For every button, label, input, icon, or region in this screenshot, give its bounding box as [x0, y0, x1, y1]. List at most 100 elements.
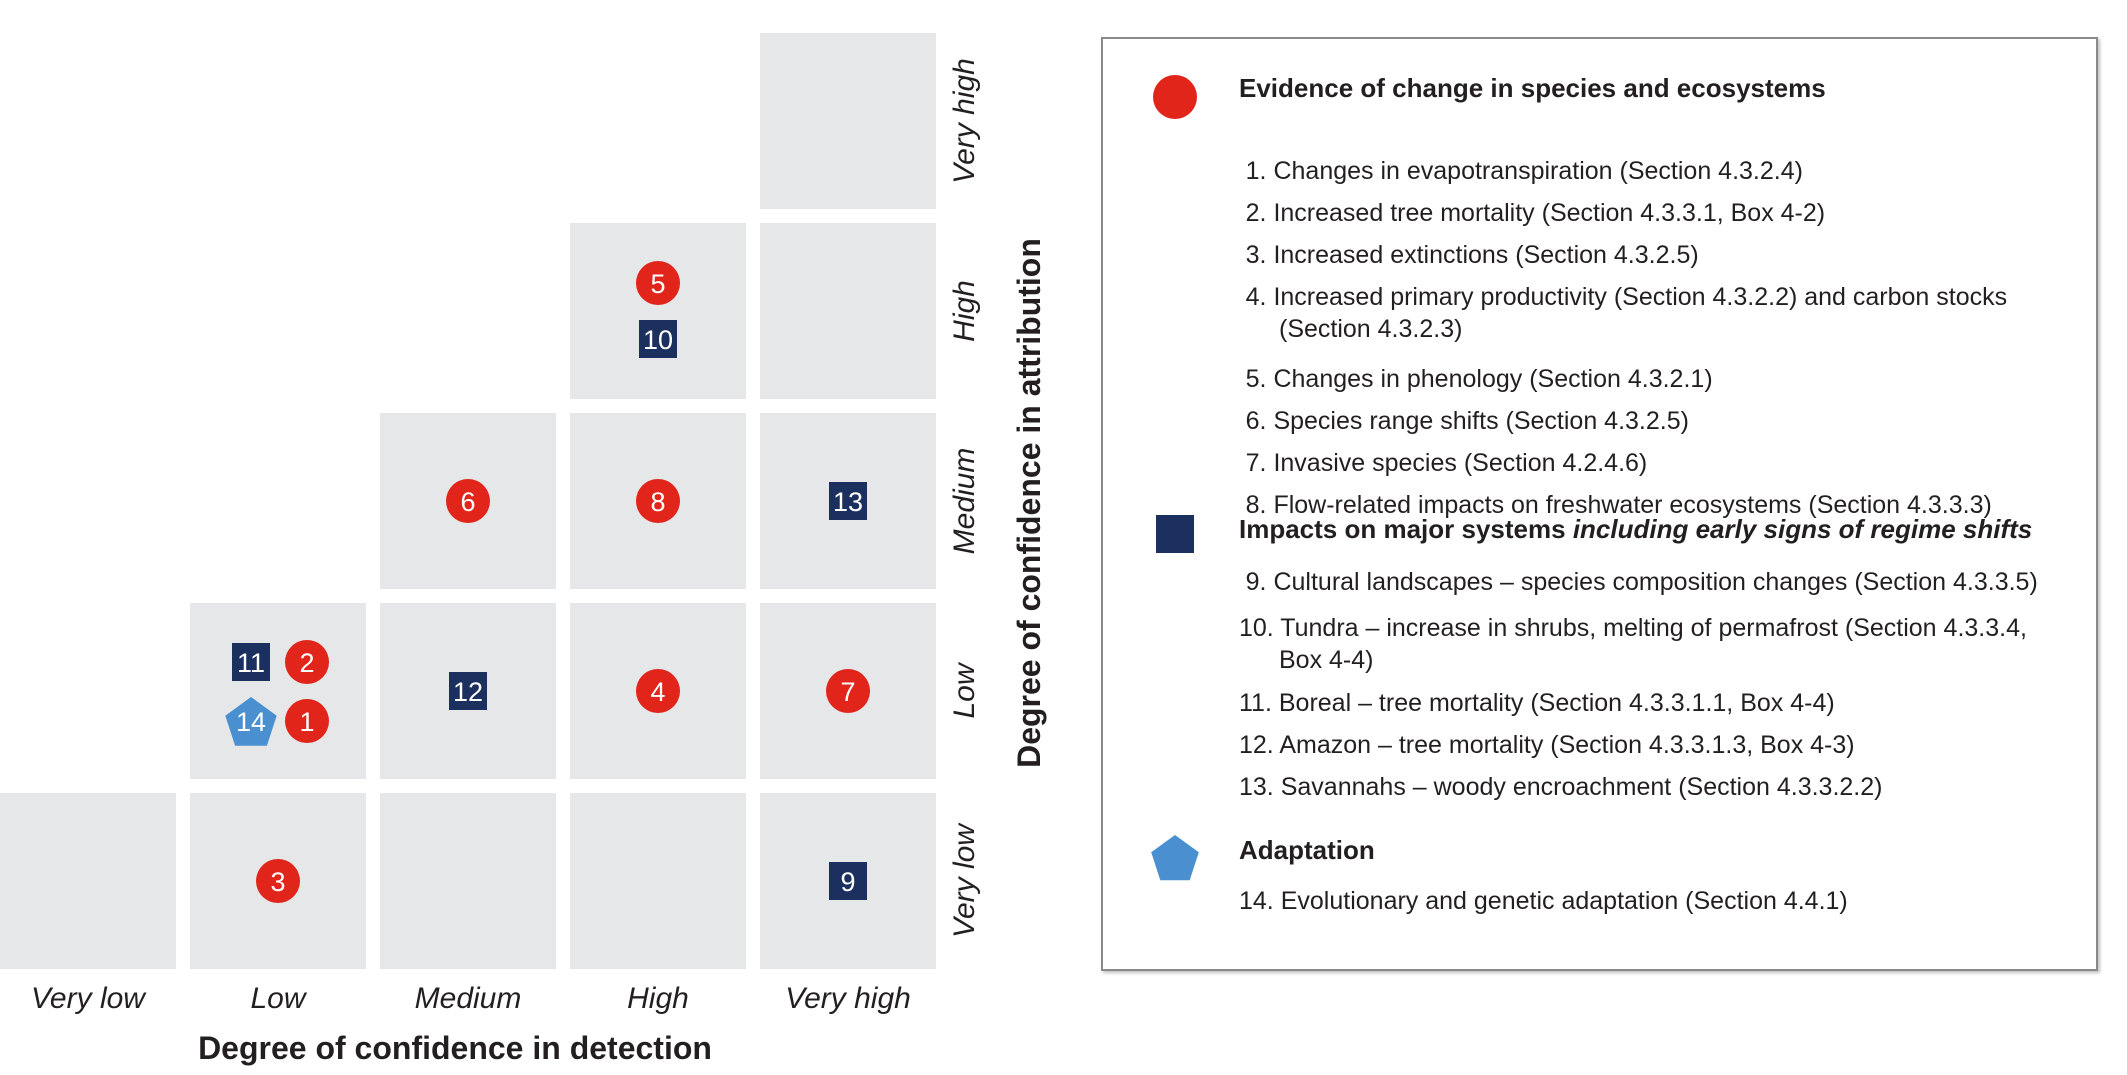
legend-item-2: 2. Increased tree mortality (Section 4.3… — [1239, 197, 1825, 230]
legend-item-number: 14. — [1239, 887, 1274, 915]
legend-item-text: Savannahs – woody encroachment (Section … — [1280, 773, 1883, 801]
cell-high-high — [570, 223, 746, 399]
legend-item-number: 6. — [1245, 407, 1267, 435]
legend-item-text: Invasive species (Section 4.2.4.6) — [1273, 449, 1648, 477]
legend-item-number: 13. — [1239, 773, 1274, 801]
x-tick-high: High — [627, 982, 689, 1015]
legend-item-text: Boreal – tree mortality (Section 4.3.3.1… — [1278, 689, 1835, 717]
legend-item-number: 11. — [1239, 689, 1272, 717]
marker-8-label: 8 — [650, 487, 665, 517]
marker-3: 3 — [256, 859, 300, 903]
marker-8-circle — [636, 479, 680, 523]
marker-14-label: 14 — [236, 707, 266, 737]
marker-5-circle — [636, 261, 680, 305]
marker-4: 4 — [636, 669, 680, 713]
y-tick-medium: Medium — [948, 448, 981, 555]
legend-item-number: 5. — [1245, 365, 1267, 393]
marker-3-circle — [256, 859, 300, 903]
marker-11-square — [232, 643, 270, 681]
marker-12-label: 12 — [453, 677, 483, 707]
legend-item-number: 10. — [1239, 614, 1274, 642]
cell-high-very-low — [570, 793, 746, 969]
y-tick-high: High — [948, 280, 981, 342]
marker-11: 11 — [232, 643, 270, 681]
legend-item-5: 5. Changes in phenology (Section 4.3.2.1… — [1239, 363, 1713, 396]
legend-item-10: 10. Tundra – increase in shrubs, melting… — [1239, 612, 2027, 645]
cell-very-high-very-high — [760, 33, 936, 209]
marker-2-circle — [285, 640, 329, 684]
legend-item-number: 1. — [1245, 157, 1267, 185]
legend-item-4: (Section 4.3.2.3) — [1279, 313, 1462, 346]
legend-item-text: Box 4-4) — [1279, 646, 1374, 674]
legend-item-4: 4. Increased primary productivity (Secti… — [1239, 281, 2008, 314]
marker-1-label: 1 — [299, 707, 314, 737]
marker-2-label: 2 — [299, 648, 314, 678]
y-axis-title: Degree of confidence in attribution — [1011, 238, 1047, 768]
marker-7-circle — [826, 669, 870, 713]
marker-6-label: 6 — [460, 487, 475, 517]
legend-item-number: 8. — [1245, 491, 1267, 519]
cell-low-low — [190, 603, 366, 779]
legend-item-6: 6. Species range shifts (Section 4.3.2.5… — [1239, 405, 1689, 438]
legend-panel: Evidence of change in species and ecosys… — [1101, 37, 2098, 971]
marker-6-circle — [446, 479, 490, 523]
circle-icon — [1151, 73, 1199, 126]
legend-item-text: Amazon – tree mortality (Section 4.3.3.1… — [1279, 731, 1855, 759]
marker-12-square — [449, 672, 487, 710]
marker-2: 2 — [285, 640, 329, 684]
legend-heading-text: Evidence of change in species and ecosys… — [1239, 73, 1826, 103]
marker-1-circle — [285, 699, 329, 743]
y-tick-low: Low — [948, 661, 981, 718]
legend-heading-italic: including early signs of regime shifts — [1572, 514, 2033, 544]
marker-9-label: 9 — [840, 867, 855, 897]
legend-heading-evidence: Evidence of change in species and ecosys… — [1239, 73, 1826, 104]
legend-item-9: 9. Cultural landscapes – species composi… — [1239, 566, 2038, 599]
marker-13: 13 — [829, 482, 867, 520]
y-axis-ticks: Very low Low Medium High Very high — [948, 58, 981, 938]
legend-item-text: (Section 4.3.2.3) — [1279, 315, 1463, 343]
pentagon-icon — [1151, 833, 1199, 886]
marker-5-label: 5 — [650, 269, 665, 299]
marker-10: 10 — [639, 320, 677, 358]
legend-item-number: 12. — [1239, 731, 1274, 759]
marker-7-label: 7 — [840, 677, 855, 707]
legend-item-number: 2. — [1245, 199, 1267, 227]
legend-item-text: Species range shifts (Section 4.3.2.5) — [1273, 407, 1689, 435]
x-axis-title: Degree of confidence in detection — [198, 1030, 712, 1066]
marker-4-label: 4 — [650, 677, 665, 707]
legend-item-number: 4. — [1245, 283, 1267, 311]
marker-12: 12 — [449, 672, 487, 710]
y-tick-very-low: Very low — [948, 822, 981, 938]
marker-9-square — [829, 862, 867, 900]
x-tick-very-low: Very low — [31, 982, 147, 1015]
marker-14: 14 — [225, 697, 277, 746]
legend-item-text: Changes in phenology (Section 4.3.2.1) — [1273, 365, 1713, 393]
legend-item-number: 7. — [1245, 449, 1267, 477]
marker-10-label: 10 — [643, 325, 673, 355]
legend-item-1: 1. Changes in evapotranspiration (Sectio… — [1239, 155, 1803, 188]
marker-8: 8 — [636, 479, 680, 523]
legend-heading-text: Impacts on major systems — [1239, 514, 1573, 544]
legend-heading-text: Adaptation — [1239, 835, 1375, 865]
marker-13-label: 13 — [833, 487, 863, 517]
marker-9: 9 — [829, 862, 867, 900]
cell-very-high-high — [760, 223, 936, 399]
cell-very-low-very-low — [0, 793, 176, 969]
legend-item-text: Evolutionary and genetic adaptation (Sec… — [1280, 887, 1848, 915]
legend-item-text: Increased primary productivity (Section … — [1273, 283, 2008, 311]
legend-item-text: Flow-related impacts on freshwater ecosy… — [1273, 491, 1992, 519]
x-tick-medium: Medium — [415, 982, 522, 1015]
legend-item-13: 13. Savannahs – woody encroachment (Sect… — [1239, 771, 1882, 804]
legend-item-text: Increased tree mortality (Section 4.3.3.… — [1273, 199, 1826, 227]
legend-item-3: 3. Increased extinctions (Section 4.3.2.… — [1239, 239, 1699, 272]
square-icon — [1151, 510, 1199, 563]
x-tick-low: Low — [250, 982, 307, 1015]
y-tick-very-high: Very high — [948, 58, 981, 184]
legend-item-10: Box 4-4) — [1279, 644, 1373, 677]
marker-11-label: 11 — [237, 648, 265, 678]
marker-10-square — [639, 320, 677, 358]
legend-item-8: 8. Flow-related impacts on freshwater ec… — [1239, 489, 1992, 522]
legend-item-7: 7. Invasive species (Section 4.2.4.6) — [1239, 447, 1648, 480]
